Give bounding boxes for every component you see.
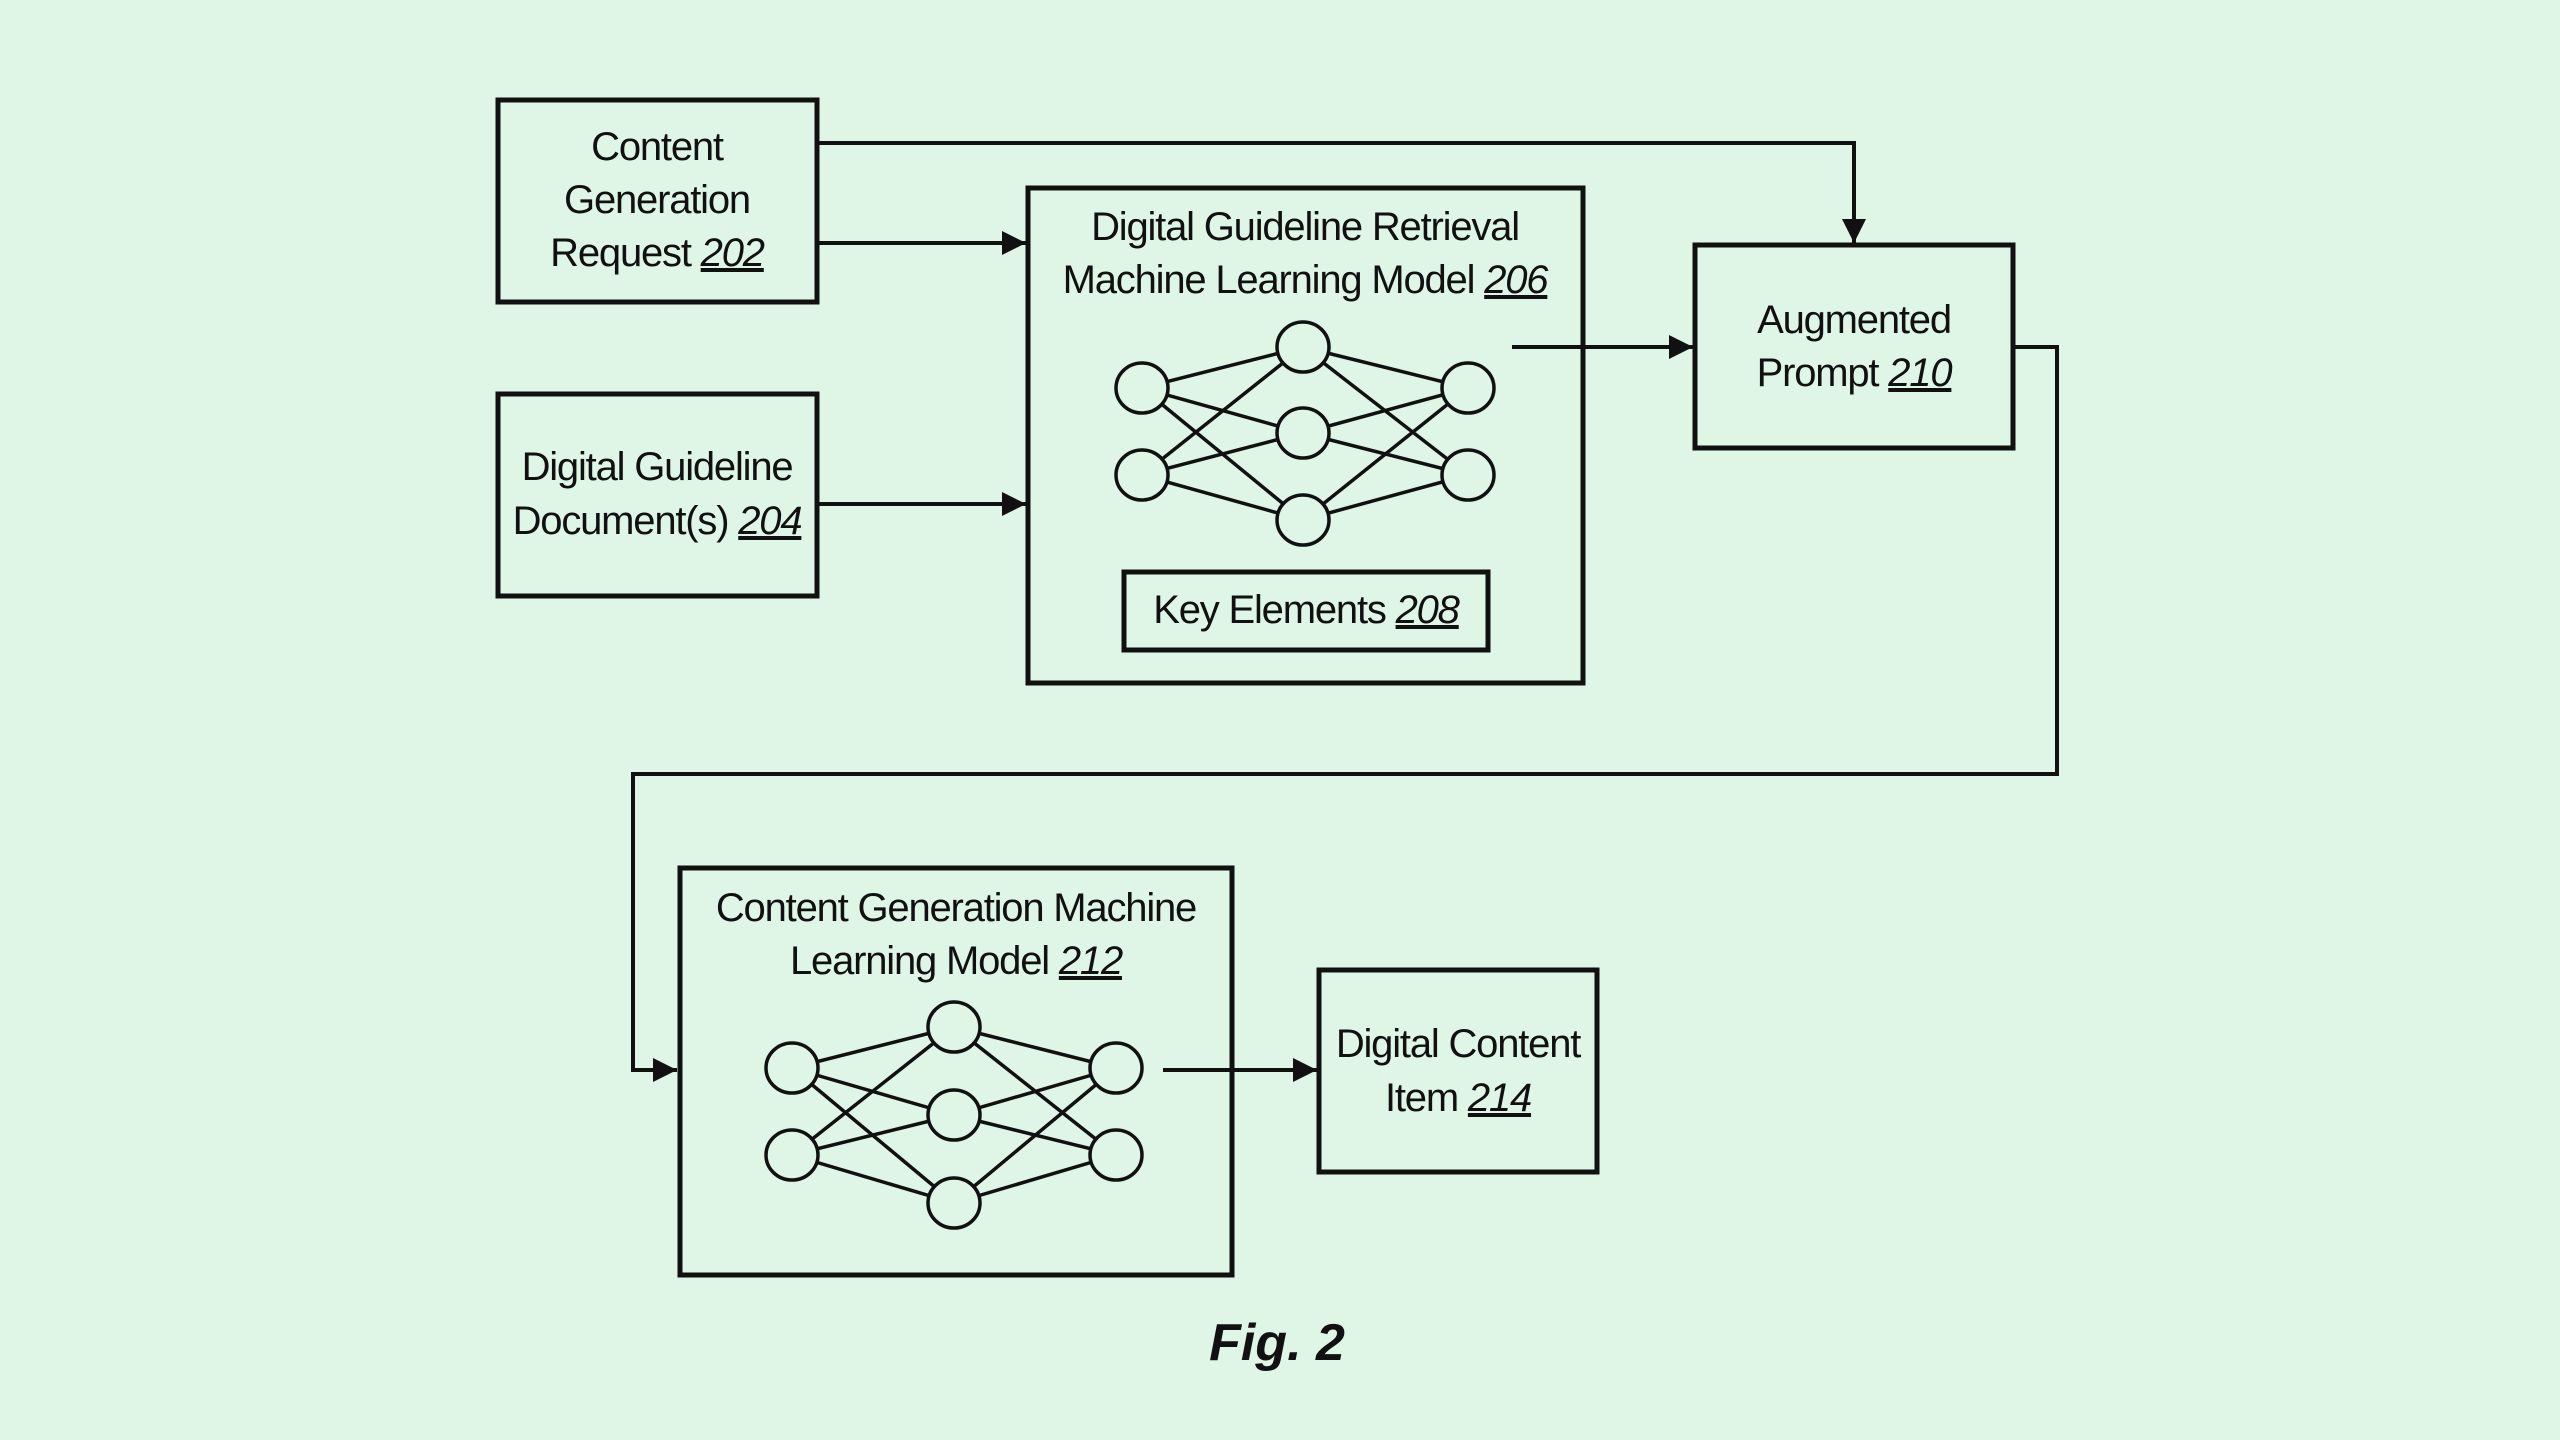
network-node — [764, 1041, 820, 1095]
box-label: Learning Model 212 — [790, 939, 1123, 983]
network-edge — [790, 1025, 956, 1157]
network-node — [926, 1176, 982, 1230]
box-label: Content Generation Machine — [716, 886, 1196, 930]
network-node — [1275, 406, 1331, 460]
network-node — [1275, 493, 1331, 547]
network-edge — [1141, 473, 1304, 522]
network-edge — [791, 1025, 955, 1070]
network-edge — [1140, 345, 1305, 477]
reference-numeral: 208 — [1395, 588, 1461, 632]
box-label: Machine Learning Model 206 — [1063, 258, 1550, 302]
box-label: Item 214 — [1385, 1076, 1531, 1120]
box-label: Content — [591, 125, 724, 169]
box-label: Digital Content — [1336, 1022, 1581, 1066]
neural-network-icon — [1114, 320, 1496, 547]
network-node — [1440, 448, 1496, 502]
network-edge — [953, 1153, 1117, 1205]
network-edge — [953, 1025, 1117, 1070]
reference-numeral: 212 — [1058, 939, 1123, 983]
box-label: Document(s) 204 — [513, 499, 802, 543]
network-node — [1088, 1128, 1144, 1182]
augmented-prompt-box: Augmented Prompt 210 — [1692, 242, 2016, 451]
box-label: Augmented — [1757, 298, 1951, 342]
reference-numeral: 210 — [1887, 351, 1952, 395]
network-edge — [791, 1113, 955, 1157]
box-label: Key Elements 208 — [1153, 588, 1460, 632]
network-node — [926, 1088, 982, 1142]
digital-guideline-retrieval-model-box: Digital Guideline Retrieval Machine Lear… — [1025, 185, 1586, 686]
box-label: Generation — [564, 178, 750, 222]
network-node — [1114, 361, 1170, 415]
reference-numeral: 206 — [1483, 258, 1549, 302]
box-label: Digital Guideline — [522, 445, 793, 489]
connectors — [631, 141, 2059, 1082]
network-edge — [953, 1066, 1117, 1117]
reference-numeral: 204 — [737, 499, 801, 543]
network-node — [1088, 1041, 1144, 1095]
digital-guideline-documents-box: Digital Guideline Document(s) 204 — [495, 391, 820, 599]
figure-label: Fig. 2 — [1209, 1314, 1345, 1372]
network-edge — [1301, 386, 1470, 522]
neural-network-icon — [764, 1000, 1144, 1230]
network-edge — [791, 1153, 955, 1205]
network-node — [1275, 320, 1331, 374]
network-edge — [1302, 345, 1469, 390]
connector-202-to-210 — [817, 141, 1866, 243]
box-label: Digital Guideline Retrieval — [1091, 205, 1519, 249]
network-node — [764, 1128, 820, 1182]
network-node — [1440, 361, 1496, 415]
content-generation-request-box: Content Generation Request 202 — [495, 97, 820, 305]
box-label: Request 202 — [550, 231, 765, 275]
reference-numeral: 202 — [700, 231, 765, 275]
network-node — [926, 1000, 982, 1054]
content-generation-model-box: Content Generation Machine Learning Mode… — [677, 865, 1235, 1278]
box-label: Prompt 210 — [1757, 351, 1953, 395]
key-elements-box: Key Elements 208 — [1121, 569, 1491, 653]
network-edge — [952, 1066, 1118, 1205]
network-edge — [1302, 386, 1469, 435]
network-node — [1114, 448, 1170, 502]
reference-numeral: 214 — [1467, 1076, 1531, 1120]
digital-content-item-box: Digital Content Item 214 — [1316, 967, 1600, 1175]
network-edge — [1302, 473, 1469, 522]
connector-210-to-212 — [631, 345, 2059, 1082]
